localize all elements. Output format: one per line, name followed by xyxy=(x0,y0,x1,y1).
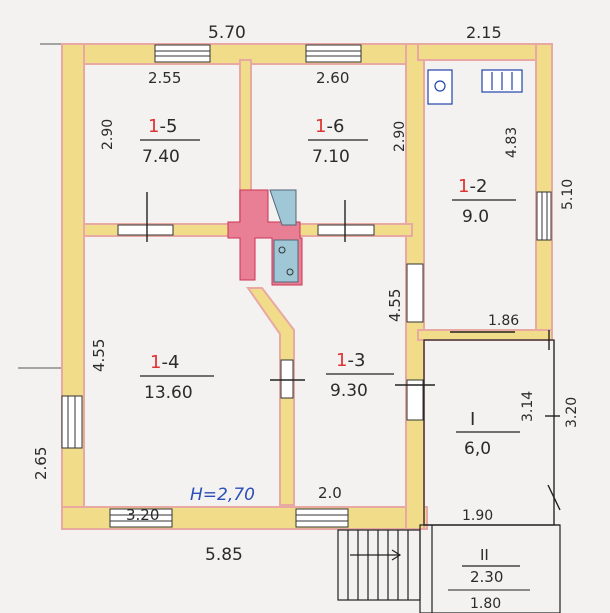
room-2-area: 9.0 xyxy=(462,207,489,227)
dim-bottom-main: 5.85 xyxy=(205,545,243,565)
room-5-label: 1-5 xyxy=(148,116,177,137)
room-6-area: 7.10 xyxy=(312,147,350,167)
window-room-3-bottom xyxy=(295,508,349,528)
room-2-label: 1-2 xyxy=(458,176,487,197)
dimension-labels: 5.70 2.15 5.85 2.55 2.60 3.20 2.0 1.86 1… xyxy=(32,23,580,612)
dim-room3-height: 4.55 xyxy=(386,289,404,322)
ceiling-height-label: H=2,70 xyxy=(190,485,255,505)
dim-room6-height: 2.90 xyxy=(392,121,408,152)
room-5-area: 7.40 xyxy=(142,147,180,167)
dim-hall-bottom: 1.90 xyxy=(462,508,493,524)
dim-top-main: 5.70 xyxy=(208,23,246,43)
room-3-label: 1-3 xyxy=(336,350,365,371)
stove xyxy=(227,189,303,286)
room-I-area: 6,0 xyxy=(464,439,491,459)
dim-hall-height: 3.14 xyxy=(520,391,536,422)
room-labels: 1-5 7.40 1-6 7.10 1-2 9.0 1-4 13.60 1-3 … xyxy=(140,116,530,591)
door-openings xyxy=(117,224,424,421)
dim-top-right: 2.15 xyxy=(466,23,502,42)
room-II-area: 2.30 xyxy=(470,568,503,586)
window-room-4-left xyxy=(61,395,83,449)
dim-room4-bottom: 3.20 xyxy=(126,506,159,524)
window-room-4-bottom xyxy=(109,508,173,528)
kitchen-appliances xyxy=(427,69,523,105)
windows xyxy=(61,44,552,528)
dim-room2-height: 4.83 xyxy=(504,127,520,158)
door-swing-marks xyxy=(146,192,561,511)
window-room-2 xyxy=(536,191,552,241)
dim-hall-outer: 3.20 xyxy=(564,397,580,428)
room-4-area: 13.60 xyxy=(144,383,193,403)
porch-steps xyxy=(337,529,421,601)
dim-left-window: 2.65 xyxy=(32,447,50,480)
dim-room2-bottom: 1.86 xyxy=(488,313,519,329)
window-room-6 xyxy=(305,44,362,63)
room-I-label: I xyxy=(470,409,475,430)
room-II-label: II xyxy=(480,546,489,564)
room-4-label: 1-4 xyxy=(150,352,179,373)
window-room-5 xyxy=(154,44,211,63)
room-6-label: 1-6 xyxy=(315,116,344,137)
room-3-area: 9.30 xyxy=(330,381,368,401)
dim-room2-outer: 5.10 xyxy=(560,179,576,210)
dim-room5-height: 2.90 xyxy=(100,119,116,150)
dim-room6-width: 2.60 xyxy=(316,69,349,87)
dim-porch-bottom: 1.80 xyxy=(470,596,501,612)
dim-room5-width: 2.55 xyxy=(148,69,181,87)
dim-room3-bottom: 2.0 xyxy=(318,484,342,502)
dim-room4-height: 4.55 xyxy=(90,339,108,372)
